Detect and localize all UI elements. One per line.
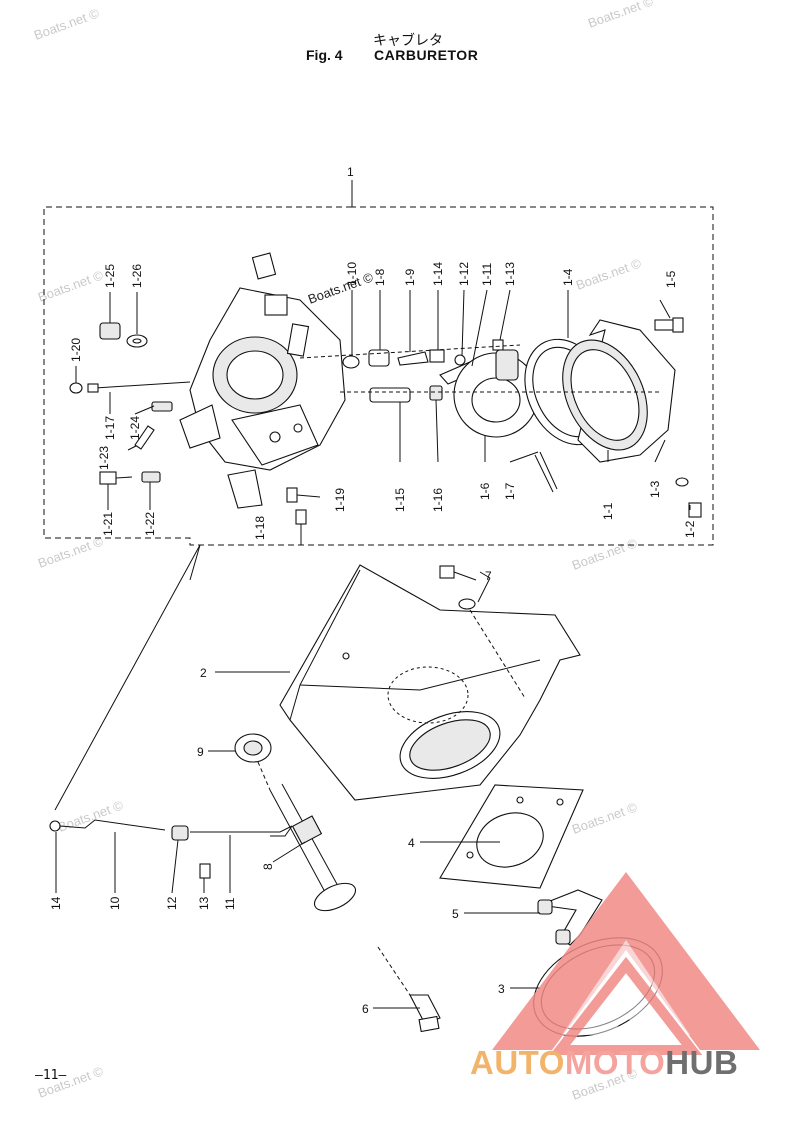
part-7-bolt	[439, 565, 491, 610]
carburetor-body	[179, 252, 346, 509]
page-number: —11—	[35, 1068, 67, 1083]
figure-title: CARBURETOR	[374, 47, 479, 63]
callout-1-24: 1-24	[128, 416, 142, 440]
watermark-text: Boats.net ©	[586, 0, 656, 31]
callout-7: 7	[485, 569, 492, 583]
callout-1-15: 1-15	[393, 488, 407, 512]
callout-1-26: 1-26	[130, 264, 144, 288]
watermark-text: Boats.net ©	[306, 269, 376, 307]
callout-1-11: 1-11	[480, 263, 494, 286]
watermark-text: Boats.net ©	[56, 797, 126, 835]
watermark-text: Boats.net ©	[36, 533, 106, 571]
part-5-clip	[537, 889, 603, 946]
logo-auto-text: AUTO	[470, 1044, 565, 1081]
callout-1-18: 1-18	[253, 516, 267, 540]
callout-14: 14	[49, 896, 63, 910]
callout-1-17: 1-17	[103, 416, 117, 440]
automotohub-logo: AUTOMOTOHUB	[470, 1044, 738, 1082]
callout-5: 5	[452, 907, 459, 921]
callout-1-4: 1-4	[561, 268, 575, 286]
figure-label: Fig. 4	[306, 47, 343, 63]
assembly-1-parts	[69, 317, 702, 525]
assembly-1-leader-lines	[75, 289, 691, 545]
callout-1-7: 1-7	[503, 482, 517, 500]
callout-1-6: 1-6	[478, 482, 492, 500]
callout-1-20: 1-20	[69, 338, 83, 362]
callout-10: 10	[108, 896, 122, 910]
part-8-shaft	[269, 783, 357, 912]
callout-1-19: 1-19	[333, 488, 347, 512]
callout-13: 13	[197, 896, 211, 910]
watermark-text: Boats.net ©	[570, 799, 640, 837]
japanese-title: キャブレタ	[373, 33, 443, 49]
part-2-housing	[279, 564, 581, 801]
logo-moto-text: MOTO	[564, 1044, 666, 1081]
callout-3: 3	[498, 982, 505, 996]
part-4-gasket	[439, 784, 584, 889]
callout-1-3: 1-3	[648, 480, 662, 498]
callout-1-22: 1-22	[143, 512, 157, 536]
watermark-text: Boats.net ©	[574, 255, 644, 293]
callout-1-10: 1-10	[345, 262, 359, 286]
callout-1-21: 1-21	[101, 512, 115, 536]
callout-1-9: 1-9	[403, 268, 417, 286]
watermark-text: Boats.net ©	[36, 267, 106, 305]
part-6-bolt	[377, 946, 441, 1033]
callout-1-8: 1-8	[373, 268, 387, 286]
part-9-grommet	[234, 733, 272, 791]
watermark-text: Boats.net ©	[570, 535, 640, 573]
callout-11: 11	[223, 897, 237, 910]
callout-1-5: 1-5	[664, 270, 678, 288]
callout-1-2: 1-2	[683, 520, 697, 538]
callout-6: 6	[362, 1002, 369, 1016]
automotohub-logo-mark	[492, 872, 760, 1055]
callout-1: 1	[347, 165, 354, 179]
lower-leader-lines	[55, 671, 540, 1009]
linkage-rods	[49, 544, 293, 879]
callout-1-13: 1-13	[503, 262, 517, 286]
callout-1-14: 1-14	[431, 262, 445, 286]
logo-hub-text: HUB	[665, 1044, 739, 1081]
callout-1-25: 1-25	[103, 264, 117, 288]
watermark-text: Boats.net ©	[32, 5, 102, 43]
callout-1-1: 1-1	[601, 502, 615, 520]
callout-1-16: 1-16	[431, 488, 445, 512]
callout-12: 12	[165, 896, 179, 910]
callout-1-23: 1-23	[97, 446, 111, 470]
callout-9: 9	[197, 745, 204, 759]
callout-1-12: 1-12	[457, 262, 471, 286]
part-number-labels: 1 1-25 1-26 1-20 1-17 1-24 1-23 1-21 1-2…	[49, 165, 697, 1016]
assembly-1-border	[43, 180, 714, 546]
callout-8: 8	[261, 863, 275, 870]
callout-2: 2	[200, 666, 207, 680]
callout-4: 4	[408, 836, 415, 850]
